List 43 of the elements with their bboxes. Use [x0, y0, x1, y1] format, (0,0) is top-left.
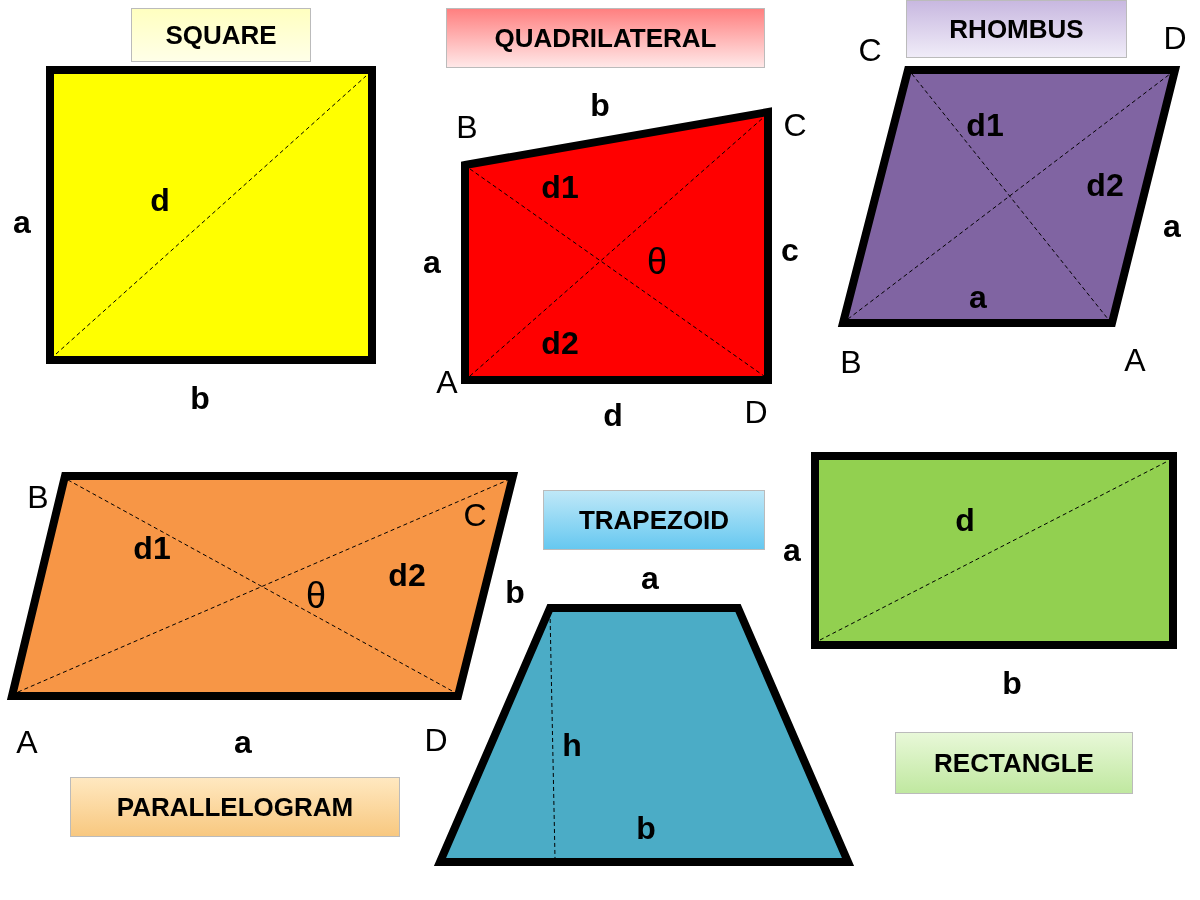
vertex-label: A [1124, 344, 1146, 376]
angle-label: θ [306, 578, 326, 614]
side-label: a [13, 206, 31, 238]
vertex-label: B [27, 481, 49, 513]
side-label: d [603, 399, 623, 431]
height-label: h [562, 729, 582, 761]
side-label: a [423, 246, 441, 278]
diagonal-label: d [955, 504, 975, 536]
vertex-label: D [1163, 22, 1187, 54]
diagonal-label: d1 [541, 171, 579, 203]
vertex-label: B [840, 346, 862, 378]
vertex-label: C [463, 499, 487, 531]
side-label: c [781, 234, 799, 266]
title-label: QUADRILATERAL [446, 8, 765, 68]
vertex-label: B [456, 111, 478, 143]
diagonal-label: d1 [133, 532, 171, 564]
side-label: a [1163, 210, 1181, 242]
vertex-label: A [16, 726, 38, 758]
vertex-label: C [858, 34, 882, 66]
side-label: b [636, 812, 656, 844]
side-label: a [783, 534, 801, 566]
vertex-label: D [424, 724, 448, 756]
title-label: SQUARE [131, 8, 311, 62]
diagonal-label: d2 [388, 559, 426, 591]
title-label: PARALLELOGRAM [70, 777, 400, 837]
side-label: a [234, 726, 252, 758]
title-label: RHOMBUS [906, 0, 1127, 58]
side-label: b [1002, 667, 1022, 699]
title-label: RECTANGLE [895, 732, 1133, 794]
vertex-label: A [436, 366, 458, 398]
vertex-label: D [744, 396, 768, 428]
angle-label: θ [647, 244, 667, 280]
side-label: b [505, 576, 525, 608]
diagonal-label: d2 [541, 327, 579, 359]
diagonal-label: d1 [966, 109, 1004, 141]
vertex-label: C [783, 109, 807, 141]
diagonal-label: d2 [1086, 169, 1124, 201]
side-label: b [590, 89, 610, 121]
diagonal-label: d [150, 184, 170, 216]
side-label: b [190, 382, 210, 414]
side-label: a [969, 281, 987, 313]
side-label: a [641, 562, 659, 594]
title-label: TRAPEZOID [543, 490, 765, 550]
